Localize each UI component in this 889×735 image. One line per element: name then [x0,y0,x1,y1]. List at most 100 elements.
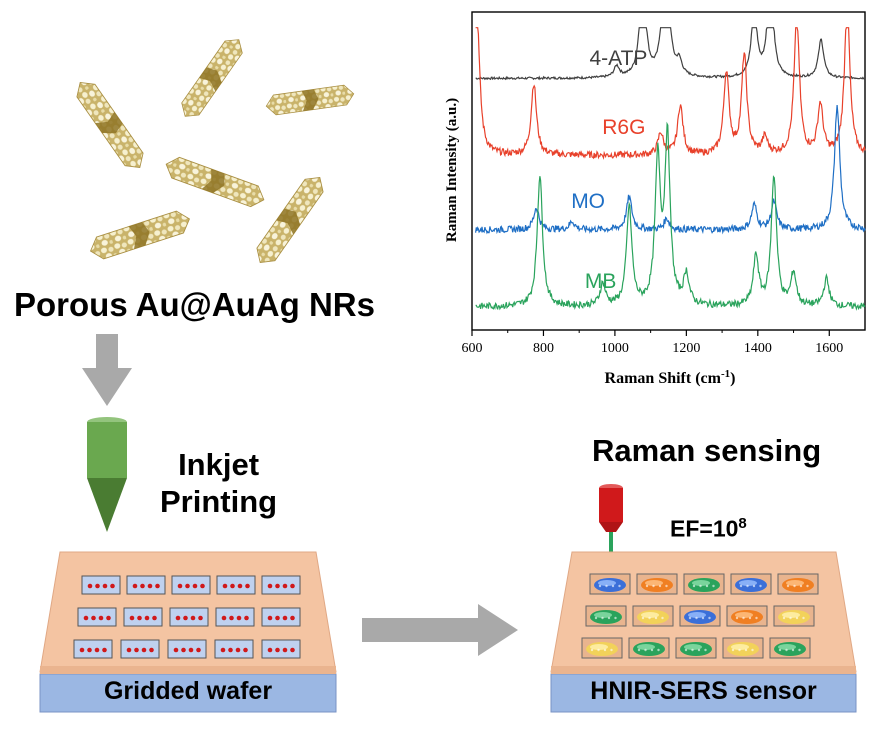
wafer-well [73,639,113,659]
ink-dot [87,647,92,653]
ink-dot [137,615,142,621]
ink-dot [106,615,111,621]
ink-dot [155,583,160,589]
ink-dot [275,615,280,621]
nanorod [176,33,248,123]
series-label-mb: MB [585,270,617,293]
ink-dot [183,615,188,621]
ink-dot [102,583,108,589]
nanorod [264,83,356,117]
ink-dot [83,615,89,621]
ink-dot [282,615,288,621]
wafer-well [261,607,301,627]
ink-dot [228,647,233,653]
ink-dot [290,615,295,621]
ink-dot [181,647,186,653]
ink-dot [220,647,226,653]
ink-dot [141,647,147,653]
x-axis-label-text: Raman Shift (cm [605,370,722,387]
ink-dot [79,647,85,653]
ink-dot [98,615,104,621]
x-tick-label: 1200 [672,341,700,356]
ink-dot [198,615,203,621]
ink-dot [144,615,150,621]
ink-dot [245,583,250,589]
wafer-well [126,575,166,595]
x-tick-label: 800 [533,341,554,356]
nozzle-tip [87,478,127,532]
ink-dot [87,583,93,589]
ink-dot [94,647,100,653]
ink-dot [173,647,179,653]
process-flow-graphics [82,334,132,532]
wafer-label: Gridded wafer [103,677,273,705]
ink-dot [95,583,100,589]
inkjet-printing-label: Inkjet Printing [160,446,277,520]
x-axis-label-sup: -1 [721,368,730,380]
wafer-well [214,639,254,659]
wafer-well [261,575,301,595]
ink-dot [221,615,227,621]
ink-dot [185,583,190,589]
series-line-mb [475,121,866,311]
ink-dot [282,647,288,653]
ink-dot [134,647,139,653]
ef-exponent: 8 [738,515,747,532]
wafer-well [120,639,160,659]
wafer-well [169,607,209,627]
ink-dot [267,583,273,589]
ef-prefix: EF=10 [670,515,739,542]
nozzle-body [87,422,127,478]
ink-dot [243,647,248,653]
ink-dot [192,583,198,589]
x-tick-label: 600 [462,341,483,356]
ink-dot [236,615,242,621]
ink-dot [132,583,138,589]
ink-dot [188,647,194,653]
right-arrow-icon [362,604,518,656]
wafer-well [171,575,211,595]
series-line-mo [475,104,866,235]
nanorod [70,75,150,175]
ink-dot [175,615,181,621]
wafer-well [261,639,301,659]
ink-dot [290,647,295,653]
gridded-wafer [39,551,337,713]
inkjet-label-line1: Inkjet [178,447,260,482]
ink-dot [149,647,154,653]
series-label-4-atp: 4-ATP [589,47,647,70]
chart-x-axis-label: Raman Shift (cm-1) [605,368,736,387]
ink-dot [152,615,157,621]
raman-sensing-title: Raman sensing [592,433,822,468]
wafer-base [39,673,337,713]
series-line-4-atp [475,27,866,81]
ink-dot [129,615,135,621]
ink-dot [290,583,295,589]
wafer-well [77,607,117,627]
ink-dot [126,647,132,653]
nanorods-title: Porous Au@AuAg NRs [14,286,375,323]
hnir-sers-sensor [550,551,857,713]
enhancement-factor-label: EF=108 [670,515,747,543]
ink-dot [110,583,115,589]
ink-dot [102,647,107,653]
nanorods-illustration [70,33,356,270]
ink-dot [244,615,249,621]
chart-plot-frame [471,11,866,331]
x-tick-label: 1000 [601,341,629,356]
nanorod [86,207,194,263]
ink-dot [275,583,280,589]
ink-dot [267,615,273,621]
ink-dot [190,615,196,621]
nanorod [250,170,330,270]
ink-dot [177,583,183,589]
nanorod [161,153,269,211]
ink-dot [267,647,273,653]
ink-dot [147,583,153,589]
wafer-well [123,607,163,627]
ink-dot [222,583,228,589]
wafer-well [215,607,255,627]
ink-dot [229,615,234,621]
x-axis-label-end: ) [730,370,735,387]
